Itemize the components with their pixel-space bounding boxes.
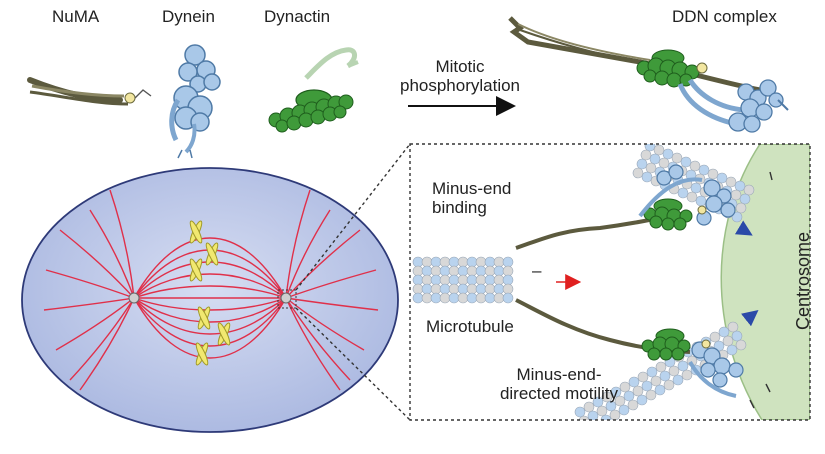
zoom-panel (409, 143, 811, 421)
label-centrosome: Centrosome (793, 231, 813, 330)
label-ddn-complex: DDN complex (672, 7, 777, 26)
left-spindle-pole (128, 292, 140, 304)
blue-arrow-2 (741, 310, 759, 327)
label-minus-end-binding-line2: binding (432, 197, 487, 217)
label-minus-sign: – (532, 261, 542, 280)
mitotic-cell (21, 167, 399, 433)
label-minus-end-binding: Minus-end binding (432, 179, 512, 217)
label-dynactin: Dynactin (264, 7, 331, 26)
blue-arrow-1 (734, 220, 753, 236)
zoom-region (277, 289, 297, 309)
dynein-illustration (169, 44, 221, 159)
label-mitotic-phosphorylation: Mitotic phosphorylation (398, 57, 522, 95)
label-minus-end-motility: Minus-end- directed motility (474, 365, 644, 403)
ddn-complex-illustration (508, 16, 789, 133)
label-mitotic-line2: phosphorylation (399, 75, 521, 95)
microtubule-left (412, 256, 514, 304)
label-minus-end-motility-line1: Minus-end- (516, 365, 602, 384)
label-mitotic-line1: Mitotic (435, 57, 485, 76)
right-spindle-pole (280, 292, 292, 304)
label-minus-end-binding-line1: Minus-end (432, 179, 512, 198)
label-dynein: Dynein (162, 7, 215, 26)
label-numa: NuMA (52, 7, 100, 26)
label-minus-end-motility-line2: directed motility (499, 383, 619, 403)
zoom-line-top (295, 143, 411, 291)
dynactin-illustration (268, 47, 359, 133)
numa-illustration (27, 77, 152, 106)
spindle-fibers (43, 189, 379, 391)
zoom-line-bottom (295, 307, 411, 421)
chromosomes (189, 220, 231, 366)
label-microtubule: Microtubule (426, 317, 514, 336)
